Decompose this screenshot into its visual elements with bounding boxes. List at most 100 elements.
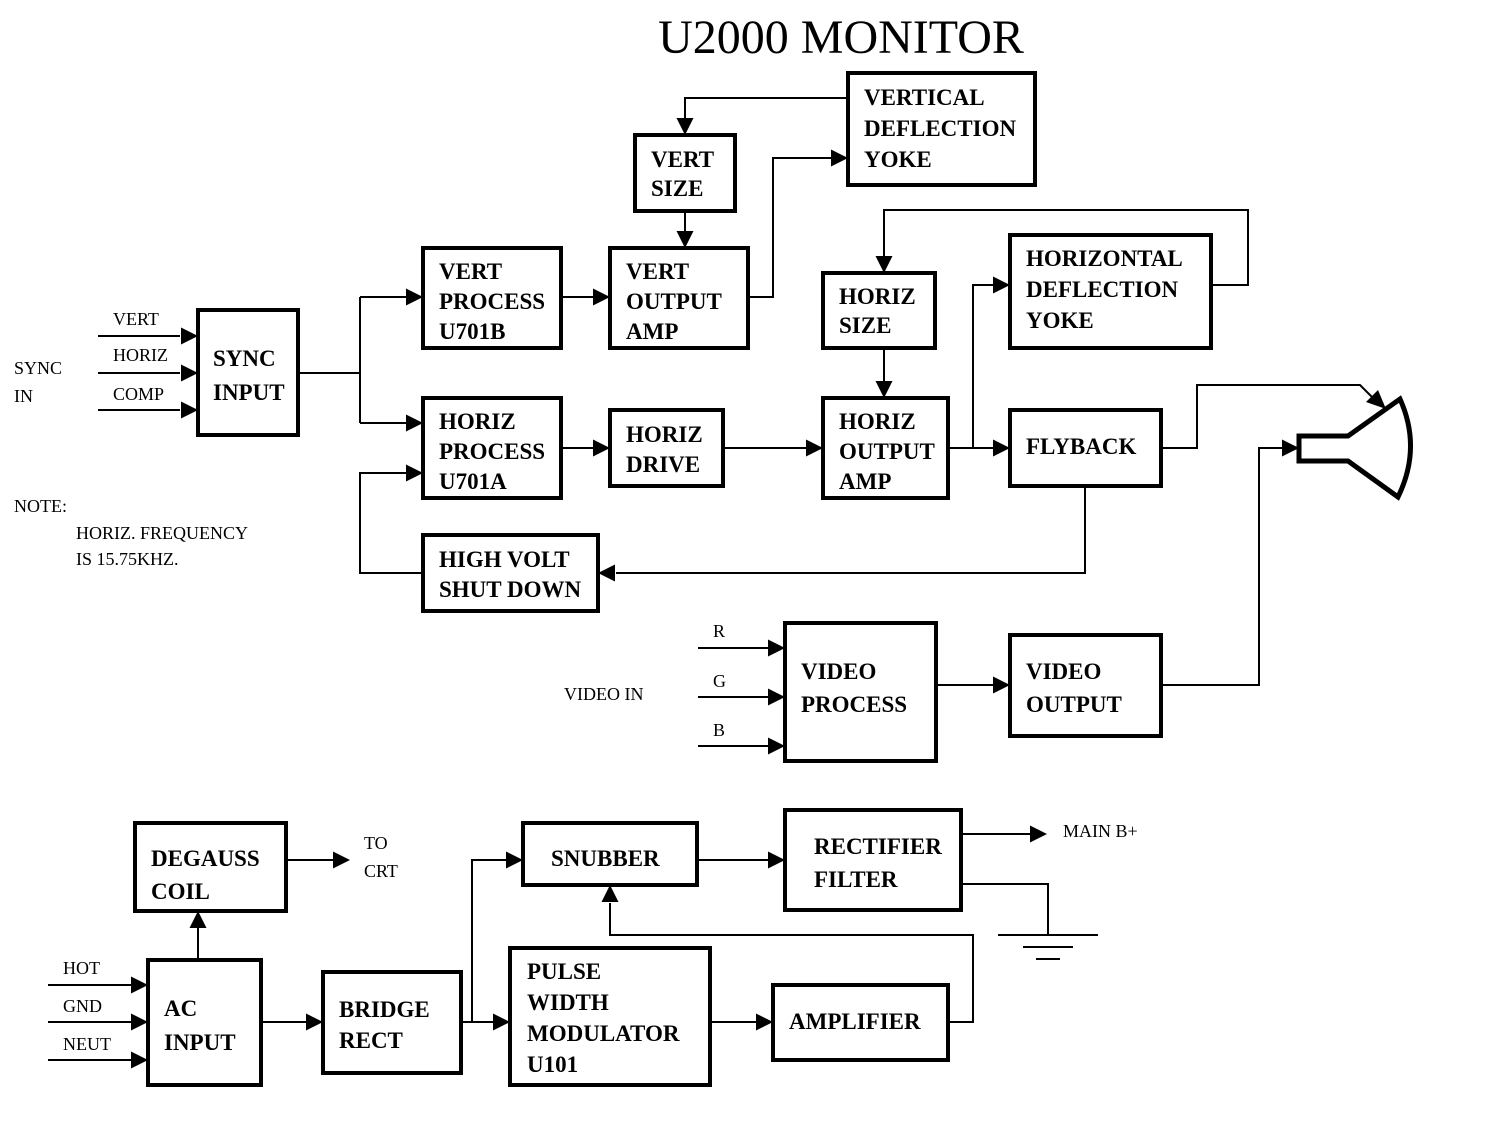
vert-process-label-line: PROCESS [439,289,545,314]
arrowhead [875,256,893,273]
arrowhead [131,976,148,994]
horiz-output-amp-label-line: HORIZ [839,409,916,434]
wire-bridge-snubber [471,859,506,1022]
sync-vert-label: VERT [113,309,159,329]
video-process-label-line: VIDEO [801,659,876,684]
arrowhead [768,851,785,869]
sync-horiz-label: HORIZ [113,345,168,365]
arrowhead-crt-anode [1366,390,1386,409]
video-output-label-line: VIDEO [1026,659,1101,684]
horiz-drive-label-line: HORIZ [626,422,703,447]
vertical-deflection-yoke-label-line: YOKE [864,147,932,172]
arrowhead [406,288,423,306]
video-b-label: B [713,720,725,740]
wire-vidout-crt [1161,447,1282,686]
pulse-width-modulator-label-line: U101 [527,1052,578,1077]
bridge-rect-label-line: RECT [339,1028,403,1053]
vert-size-box [633,133,737,213]
high-volt-shut-down-label-line: SHUT DOWN [439,577,581,602]
arrowhead [333,851,350,869]
vertical-deflection-yoke-label-line: DEFLECTION [864,116,1016,141]
horizontal-deflection-yoke-box [1008,233,1213,350]
sync-comp-label: COMP [113,384,164,404]
flyback-box [1008,408,1163,488]
degauss-coil-box [133,821,288,913]
ac-input-label-line: INPUT [164,1030,236,1055]
to-crt-line2: CRT [364,861,398,881]
vert-output-amp-label-line: OUTPUT [626,289,722,314]
arrowhead [493,1013,510,1031]
flyback-block: FLYBACK [1008,408,1163,488]
arrowhead [593,439,610,457]
horiz-drive-block: HORIZ DRIVE [608,408,725,488]
ac-hot-label: HOT [63,958,100,978]
amplifier-label-line: AMPLIFIER [789,1009,921,1034]
horiz-process-box [421,396,563,500]
arrowhead [756,1013,773,1031]
video-r-label: R [713,621,725,641]
wire-flyback-hvsd [616,486,1086,574]
wire-amp-snubber [609,903,974,1023]
vert-output-amp-box [608,246,750,350]
arrowhead [406,464,423,482]
bridge-rect-box [321,970,463,1075]
note: NOTE: HORIZ. FREQUENCY IS 15.75KHZ. [14,496,248,569]
horiz-output-amp-label-line: AMP [839,469,891,494]
wire-vout-vyoke [748,157,831,298]
to-crt-line1: TO [364,833,388,853]
snubber-label-line: SNUBBER [551,846,660,871]
arrowheads [131,118,1386,1069]
horiz-process-label-line: HORIZ [439,409,516,434]
blocks: VERTICALDEFLECTIONYOKEVERTSIZEVERTPROCES… [133,71,1213,1087]
diagram-title: U2000 MONITOR [658,11,1024,64]
horiz-drive-label-line: DRIVE [626,452,700,477]
video-output-box [1008,633,1163,738]
note-title: NOTE: [14,496,67,516]
arrowhead [993,276,1010,294]
vertical-deflection-yoke-box [846,71,1037,187]
wire-hyoke-hsize [883,209,1249,286]
sync-in-line1: SYNC [14,358,62,378]
arrowhead [768,639,785,657]
note-line1: HORIZ. FREQUENCY [76,523,248,543]
wire-hout-hyoke [972,284,993,448]
snubber-block: SNUBBER [521,821,699,887]
sync-in-line2: IN [14,386,33,406]
arrowhead [406,414,423,432]
ac-input-label-line: AC [164,996,197,1021]
rectifier-filter-label-line: RECTIFIER [814,834,942,859]
arrowhead [131,1051,148,1069]
amplifier-block: AMPLIFIER [771,983,950,1062]
arrowhead [506,851,523,869]
arrowhead [993,439,1010,457]
ac-neut-label: NEUT [63,1034,111,1054]
horiz-size-box [821,271,937,350]
pulse-width-modulator-label-line: WIDTH [527,990,609,1015]
arrowhead [598,564,615,582]
video-g-label: G [713,671,726,691]
connections [48,97,1373,1061]
ac-gnd-label: GND [63,996,102,1016]
high-volt-shut-down-block: HIGH VOLT SHUT DOWN [421,533,600,613]
wire-flyback-crt [1161,384,1373,449]
arrowhead [676,231,694,248]
high-volt-shut-down-label-line: HIGH VOLT [439,547,570,572]
video-in-label: VIDEO IN [564,684,643,704]
degauss-coil-label-line: DEGAUSS [151,846,260,871]
wire-hvsd-hproc [359,472,423,574]
arrowhead [601,885,619,902]
bridge-rect-label-line: BRIDGE [339,997,430,1022]
wire-rect-ground [961,883,1049,935]
sync-input-box [196,308,300,437]
arrowhead [189,911,207,928]
